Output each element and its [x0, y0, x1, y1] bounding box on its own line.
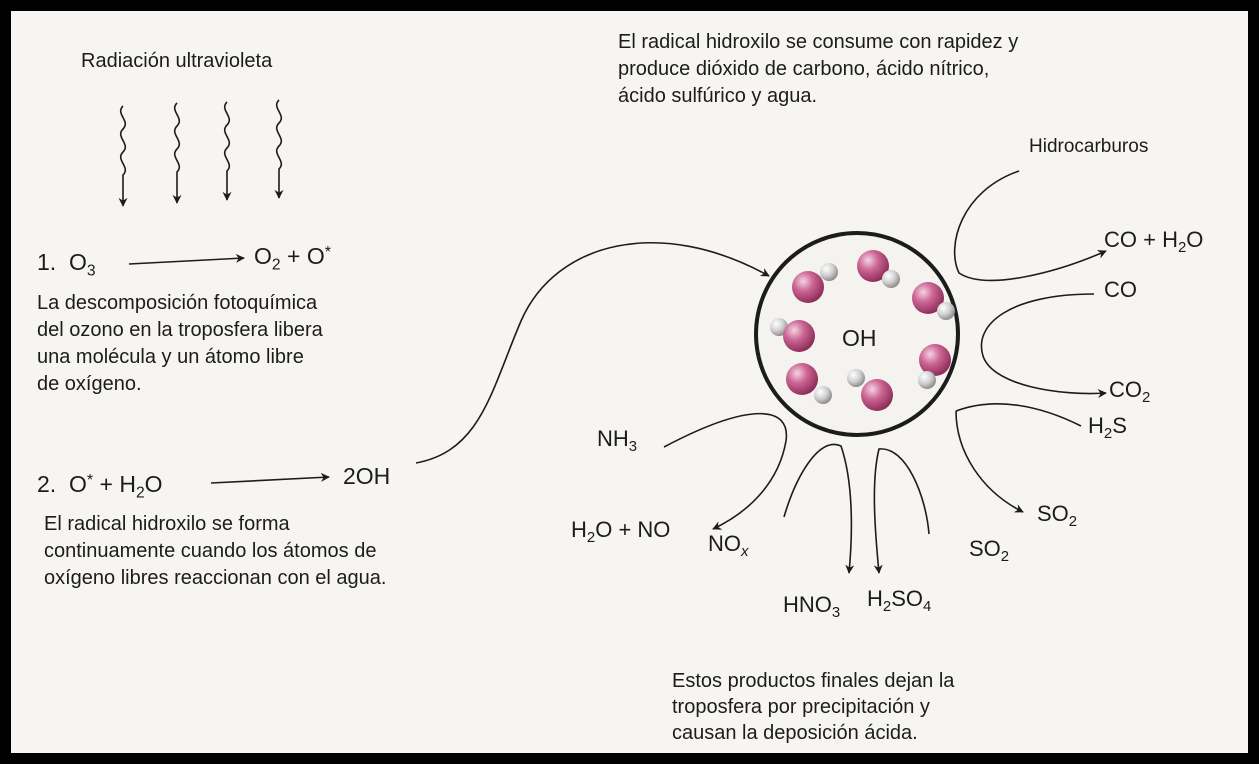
center-oh-label: OH	[842, 325, 877, 351]
bottom-text-line-3: causan la deposición ácida.	[672, 722, 918, 744]
step1-desc-line-1: La descomposición fotoquímica	[37, 292, 318, 314]
uv-arrows	[118, 99, 284, 207]
so2-outer-label: SO2	[1037, 501, 1078, 531]
oh-molecules	[770, 250, 955, 411]
nh3-arrow	[663, 412, 788, 530]
bottom-text-line-2: troposfera por precipitación y	[672, 696, 930, 718]
step1-reactant: O	[68, 249, 87, 275]
nh3-label: NH3	[597, 426, 638, 456]
hydrocarbons-arrow	[953, 170, 1107, 282]
uv-arrow-3	[222, 101, 232, 201]
h2o-no-label: H2O + NO	[571, 517, 671, 547]
oh-to-center-arrow	[415, 242, 770, 464]
h2so4-label: H2SO4	[867, 586, 932, 616]
step2-product: 2OH	[343, 463, 391, 489]
step1-desc-line-2: del ozono en la troposfera libera	[37, 319, 323, 341]
step2-desc-line-3: oxígeno libres reaccionan con el agua.	[44, 567, 387, 589]
top-text-line-3: ácido sulfúrico y agua.	[618, 85, 818, 107]
step2-equation-left: 2. O* + H2O	[37, 470, 163, 502]
uv-label: Radiación ultravioleta	[81, 50, 273, 72]
uv-arrow-4	[274, 99, 284, 199]
top-text-line-1: El radical hidroxilo se consume con rapi…	[618, 31, 1019, 53]
h2s-arrow	[955, 402, 1082, 427]
nox-label: NOx	[708, 531, 749, 561]
step2-desc-line-1: El radical hidroxilo se forma	[44, 513, 290, 535]
diagram-graphics	[118, 99, 1107, 574]
step1-arrow	[128, 253, 245, 265]
bottom-text-line-1: Estos productos finales dejan la	[672, 670, 955, 692]
uv-arrow-1	[118, 105, 128, 207]
diagram-canvas: Radiación ultravioleta El radical hidrox…	[11, 11, 1248, 753]
so2-inner-label: SO2	[969, 536, 1010, 566]
so2-arrow	[955, 410, 1024, 513]
hydrocarbons-label: Hidrocarburos	[1029, 136, 1149, 157]
co-label: CO	[1104, 277, 1137, 302]
product-arrows	[663, 170, 1107, 574]
hno3-arrow	[783, 443, 855, 574]
h2s-label: H2S	[1088, 413, 1127, 443]
step1-equation-left: 1. O3	[37, 249, 96, 280]
co-arrow	[980, 293, 1107, 399]
co2-label: CO2	[1109, 377, 1151, 407]
step2-desc-line-2: continuamente cuando los átomos de	[44, 540, 377, 562]
step1-desc-line-3: una molécula y un átomo libre	[37, 346, 304, 368]
step1-number: 1.	[37, 249, 57, 275]
hno3-label: HNO3	[783, 592, 841, 622]
h2so4-arrow	[873, 448, 930, 574]
step1-equation-right: O2 + O*	[254, 242, 331, 274]
uv-arrow-2	[172, 102, 182, 204]
co-h2o-label: CO + H2O	[1104, 227, 1204, 257]
top-text-line-2: produce dióxido de carbono, ácido nítric…	[618, 58, 990, 80]
step1-desc-line-4: de oxígeno.	[37, 373, 142, 395]
step2-arrow	[210, 472, 330, 484]
